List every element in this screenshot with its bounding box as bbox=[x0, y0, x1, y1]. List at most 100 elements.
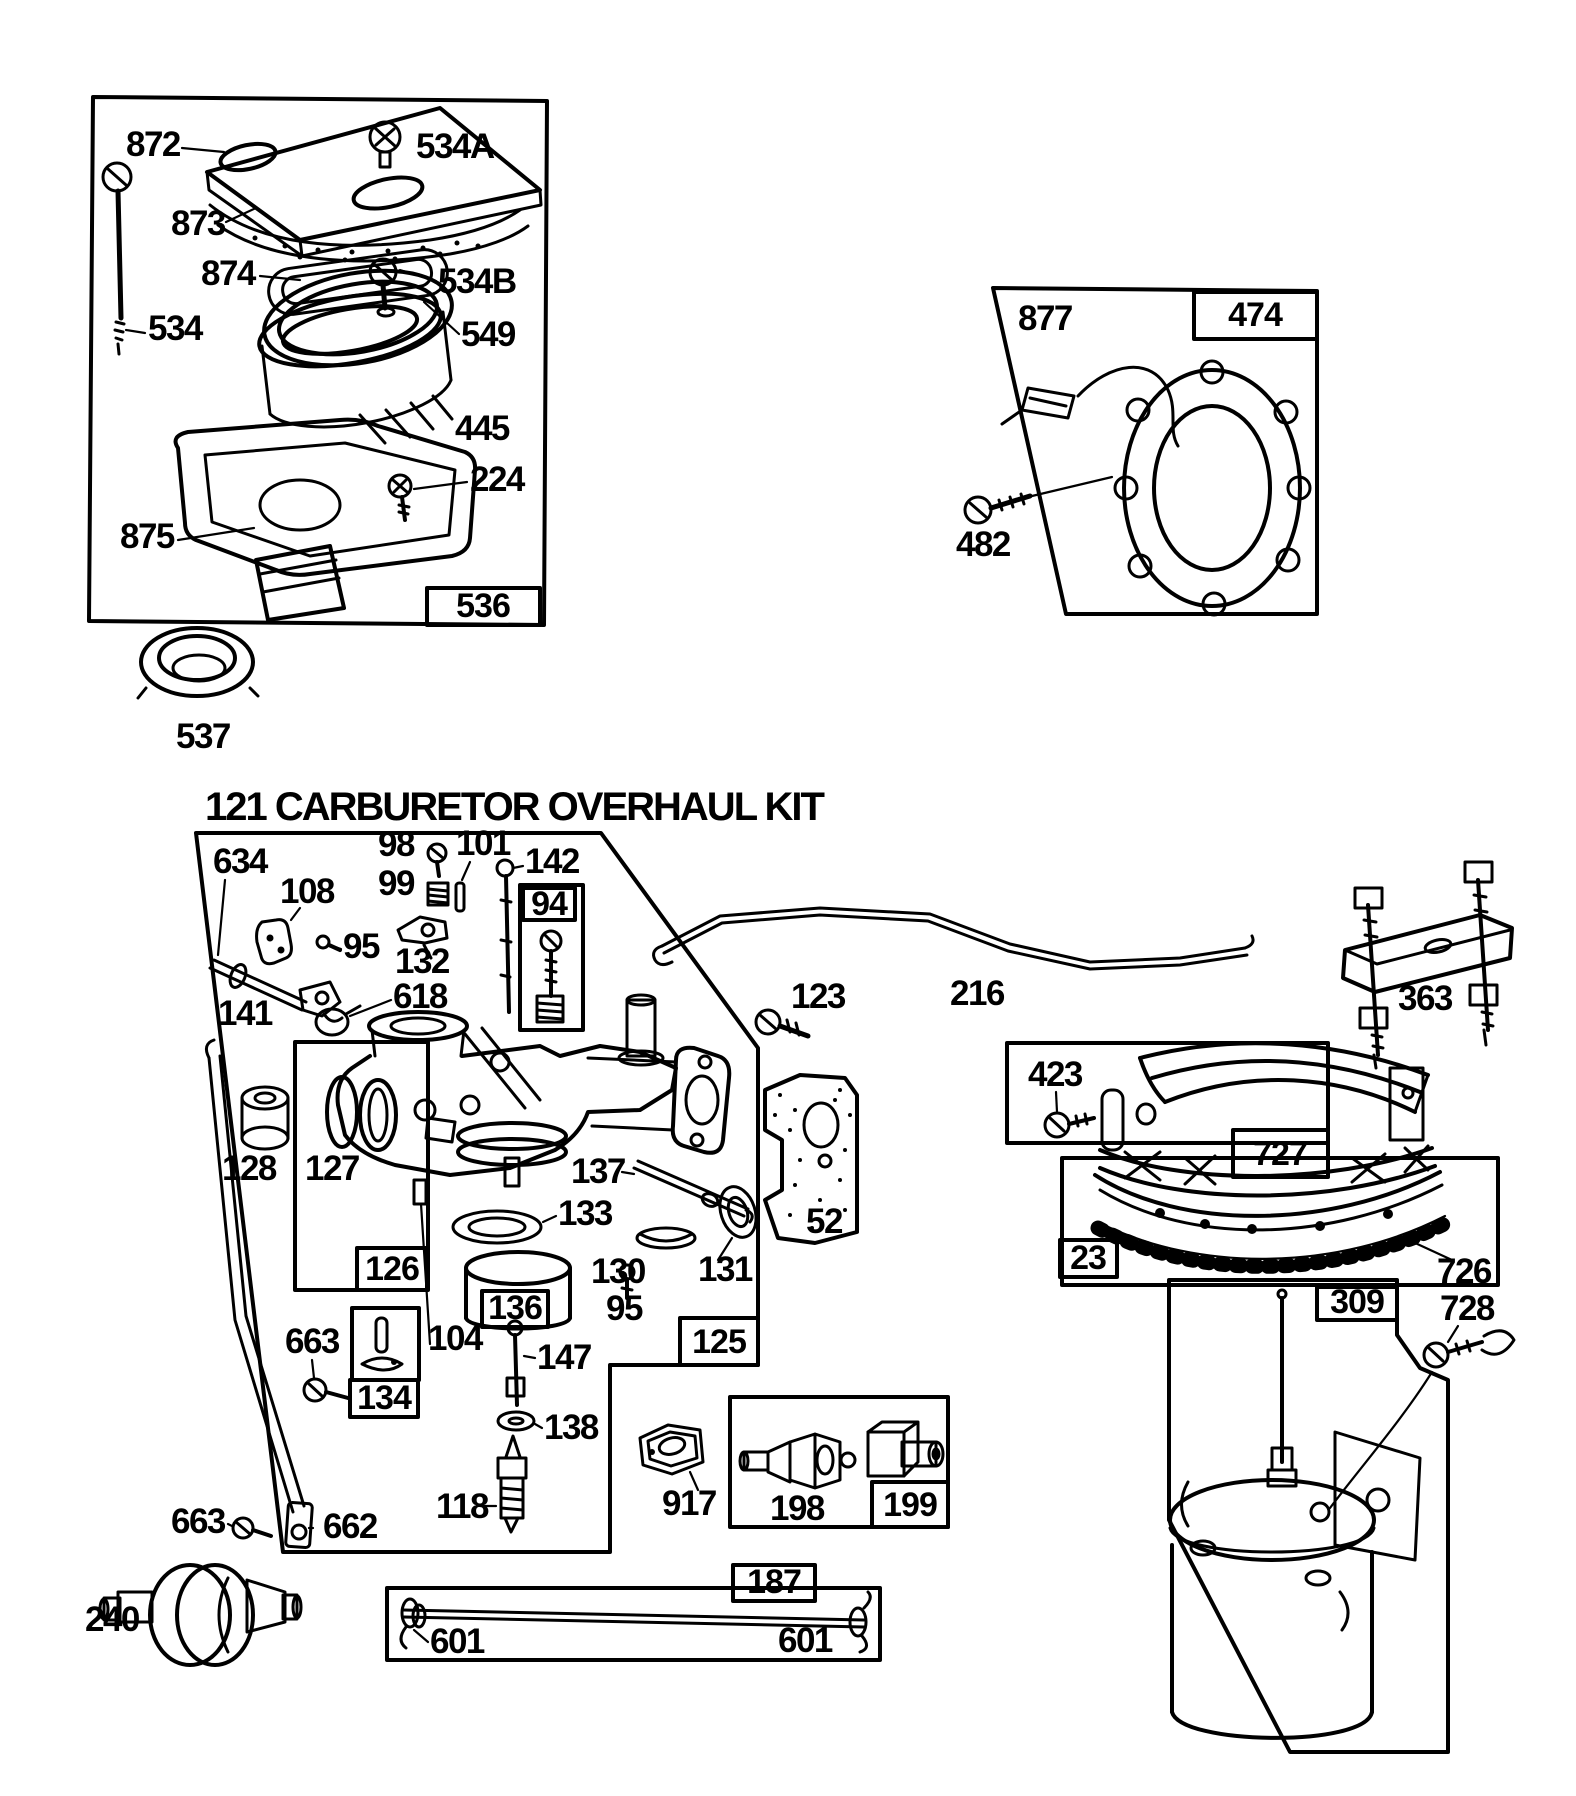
o-rings-127-drawing bbox=[325, 1075, 398, 1152]
part-label-138: 138 bbox=[544, 1408, 599, 1447]
kit-box-label-23: 23 bbox=[1070, 1239, 1106, 1277]
part-label-216: 216 bbox=[950, 974, 1005, 1013]
pre-cleaner-foam-873-drawing bbox=[208, 203, 530, 263]
starter-box-outline bbox=[1167, 1278, 1450, 1754]
coupling-section: 198 199 bbox=[728, 1395, 950, 1529]
kit-box-label-134: 134 bbox=[357, 1379, 412, 1417]
bolt-123-drawing bbox=[754, 1008, 811, 1039]
part-label-534B: 534B bbox=[438, 262, 516, 301]
kit-box-label-126: 126 bbox=[365, 1250, 419, 1288]
part-label-137: 137 bbox=[571, 1152, 625, 1191]
alternator-section: 474 877 482 bbox=[956, 286, 1319, 617]
part-label-130: 130 bbox=[591, 1252, 646, 1291]
choke-link-662-drawing bbox=[204, 1038, 314, 1550]
starter-motor-drawing bbox=[1168, 1288, 1434, 1740]
gasket-stipple bbox=[773, 1088, 852, 1230]
part-label-662: 662 bbox=[323, 1507, 378, 1546]
bolt-663-lower-drawing bbox=[231, 1516, 273, 1540]
clamp-363-drawing bbox=[1341, 860, 1514, 1070]
part-label-108: 108 bbox=[280, 872, 335, 911]
washer-138-drawing bbox=[496, 1410, 536, 1432]
needle-142-drawing bbox=[495, 858, 515, 1014]
part-label-423: 423 bbox=[1028, 1055, 1083, 1094]
kit-box-23: 23 bbox=[1058, 1238, 1119, 1279]
wing-screw-534A-drawing bbox=[368, 120, 402, 169]
kit-box-label-536: 536 bbox=[456, 587, 510, 625]
part-label-99: 99 bbox=[378, 864, 415, 903]
part-label-95-upper: 95 bbox=[343, 927, 380, 966]
screw-98-drawing bbox=[426, 842, 448, 878]
kit-box-474: 474 bbox=[1192, 290, 1319, 341]
fuel-bowl-drawing bbox=[464, 1250, 572, 1331]
part-label-663-lower: 663 bbox=[171, 1502, 226, 1541]
part-label-132: 132 bbox=[395, 942, 450, 981]
page-title: 121 CARBURETOR OVERHAUL KIT bbox=[205, 785, 825, 829]
governor-link-216-drawing bbox=[652, 906, 1255, 971]
part-label-133: 133 bbox=[558, 1194, 613, 1233]
float-131-drawing bbox=[718, 1185, 758, 1239]
part-label-877: 877 bbox=[1018, 299, 1072, 338]
bowl-gasket-130-drawing bbox=[635, 1226, 697, 1250]
part-label-445: 445 bbox=[455, 409, 510, 448]
main-jet-104-drawing bbox=[412, 1178, 432, 1346]
coupling-198-drawing bbox=[738, 1420, 945, 1490]
part-label-728: 728 bbox=[1440, 1289, 1495, 1328]
part-label-128: 128 bbox=[222, 1149, 277, 1188]
flywheel-box-outline bbox=[1060, 1156, 1500, 1287]
part-label-131: 131 bbox=[698, 1250, 753, 1289]
part-label-240: 240 bbox=[85, 1600, 140, 1639]
needle-valve-147-drawing bbox=[505, 1319, 526, 1407]
part-label-482: 482 bbox=[956, 525, 1011, 564]
needle-seat-drawing bbox=[535, 929, 565, 1024]
kit-box-label-187: 187 bbox=[747, 1563, 801, 1601]
part-labels-carb-kit: 634 108 98 99 101 142 95 132 618 141 128… bbox=[171, 824, 754, 1546]
bolt-423-drawing bbox=[1043, 1090, 1096, 1139]
part-label-537: 537 bbox=[176, 717, 230, 756]
kit-box-label-94: 94 bbox=[531, 885, 568, 923]
coupling-box-outline bbox=[728, 1395, 950, 1529]
kit-box-label-199: 199 bbox=[883, 1486, 937, 1524]
part-label-618: 618 bbox=[393, 977, 448, 1016]
kit-box-125: 125 bbox=[678, 1316, 760, 1367]
part-label-98: 98 bbox=[378, 825, 415, 864]
part-label-917: 917 bbox=[662, 1484, 716, 1523]
part-label-534A: 534A bbox=[416, 127, 495, 166]
plate-917-drawing bbox=[638, 1423, 705, 1492]
part-label-363: 363 bbox=[1398, 979, 1453, 1018]
part-label-663-upper: 663 bbox=[285, 1322, 340, 1361]
part-label-123: 123 bbox=[791, 977, 846, 1016]
kit-box-94: 94 bbox=[518, 883, 585, 1032]
ring-gear-726-drawing bbox=[1090, 1214, 1456, 1274]
kit-box-label-125: 125 bbox=[692, 1323, 746, 1361]
filter-cover-872-drawing bbox=[205, 106, 543, 258]
part-label-142: 142 bbox=[525, 842, 580, 881]
throttle-lever-132-drawing bbox=[396, 915, 449, 960]
part-label-601-right: 601 bbox=[778, 1621, 833, 1660]
part-label-534: 534 bbox=[148, 309, 204, 348]
carburetor-kit-section: 94 bbox=[171, 824, 760, 1554]
choke-plate-108-drawing bbox=[255, 918, 293, 966]
spacer-128-drawing bbox=[240, 1085, 290, 1151]
bolt-728-drawing bbox=[1422, 1329, 1516, 1369]
part-label-95-lower: 95 bbox=[606, 1289, 643, 1328]
choke-link-parts-drawing bbox=[360, 1316, 404, 1372]
flywheel-section: 423 bbox=[1005, 1041, 1500, 1291]
kit-box-727: 727 bbox=[1231, 1128, 1330, 1179]
part-label-101: 101 bbox=[456, 824, 511, 863]
filter-base-875-drawing bbox=[173, 417, 478, 622]
kit-box-134: 134 bbox=[348, 1306, 421, 1419]
kit-box-199: 199 bbox=[870, 1480, 950, 1529]
kit-box-536: 536 bbox=[425, 586, 542, 627]
part-label-147: 147 bbox=[537, 1338, 591, 1377]
part-label-104: 104 bbox=[428, 1319, 484, 1358]
screw-534-drawing bbox=[101, 161, 133, 356]
rod-601-drawing bbox=[399, 1590, 872, 1654]
part-label-198: 198 bbox=[770, 1489, 825, 1528]
stator-ring-drawing bbox=[1113, 359, 1312, 617]
part-label-141: 141 bbox=[218, 994, 273, 1033]
air-filter-box-outline bbox=[87, 95, 549, 627]
float-hinge-pin-137-drawing bbox=[632, 1159, 754, 1224]
rotating-screen-727-drawing bbox=[1100, 1041, 1430, 1152]
